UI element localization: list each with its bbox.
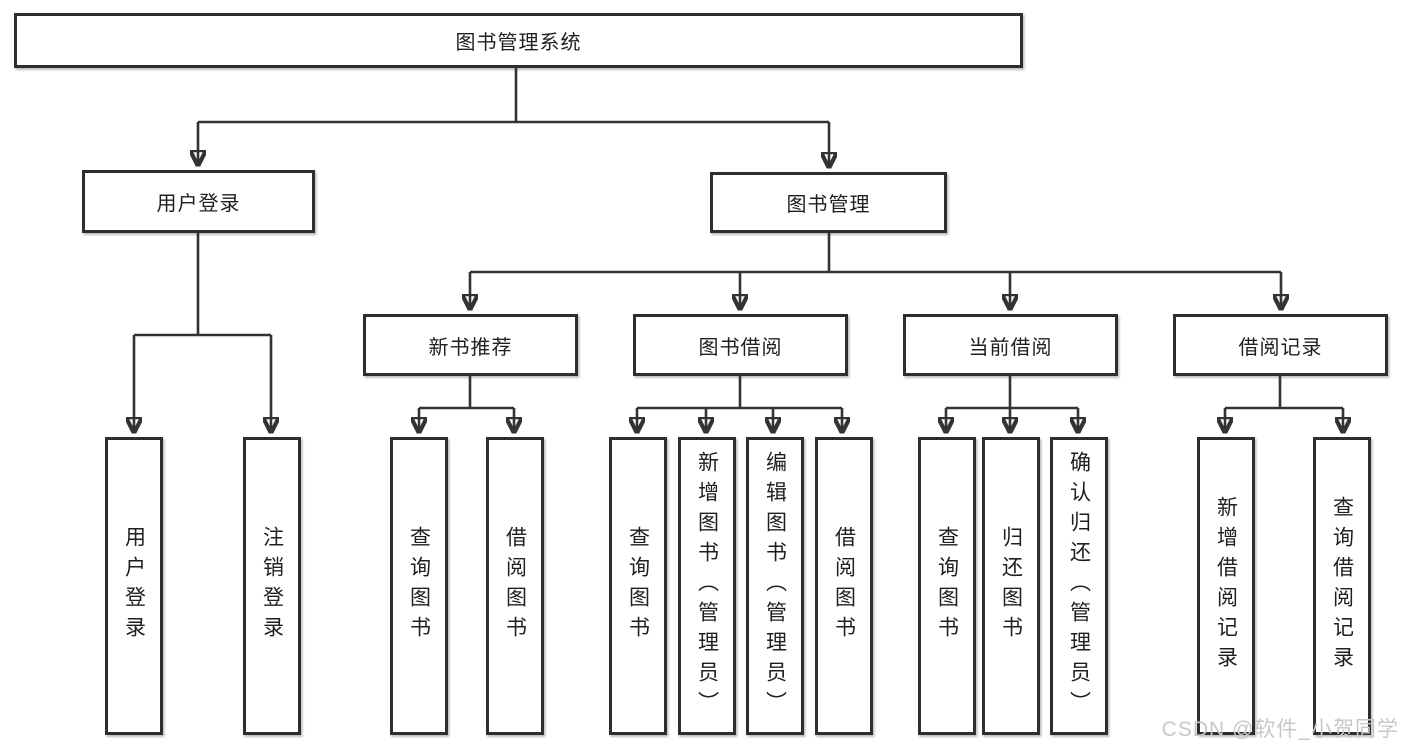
leaf-borrow-add-books-admin: 新增图书（管理员） xyxy=(678,437,736,735)
leaf-borrow-borrow-books-label: 借阅图书 xyxy=(832,526,856,646)
node-book-borrowing-label: 图书借阅 xyxy=(698,336,783,359)
node-root: 图书管理系统 xyxy=(14,13,1023,68)
leaf-borrow-edit-books-admin-label: 编辑图书（管理员） xyxy=(763,451,787,721)
node-current-borrowing: 当前借阅 xyxy=(903,314,1118,376)
leaf-recommend-borrow-books: 借阅图书 xyxy=(486,437,544,735)
node-current-borrowing-label: 当前借阅 xyxy=(968,336,1053,359)
leaf-recommend-borrow-books-label: 借阅图书 xyxy=(503,526,527,646)
leaf-current-confirm-return-admin-label: 确认归还（管理员） xyxy=(1067,451,1091,721)
leaf-current-return-books-label: 归还图书 xyxy=(999,526,1023,646)
node-book-management-label: 图书管理 xyxy=(786,194,871,216)
csdn-watermark: CSDN @软件_小贺同学 xyxy=(1161,718,1399,741)
leaf-borrow-add-books-admin-label: 新增图书（管理员） xyxy=(695,451,719,721)
leaf-borrow-query-books: 查询图书 xyxy=(609,437,667,735)
leaf-user-login-label: 用户登录 xyxy=(122,526,146,646)
node-borrowing-records-label: 借阅记录 xyxy=(1238,336,1323,359)
leaf-records-add-record: 新增借阅记录 xyxy=(1197,437,1255,735)
leaf-borrow-edit-books-admin: 编辑图书（管理员） xyxy=(746,437,804,735)
leaf-user-login: 用户登录 xyxy=(105,437,163,735)
leaf-borrow-query-books-label: 查询图书 xyxy=(626,526,650,646)
node-book-management: 图书管理 xyxy=(710,172,947,233)
leaf-current-query-books-label: 查询图书 xyxy=(935,526,959,646)
leaf-recommend-query-books: 查询图书 xyxy=(390,437,448,735)
leaf-current-confirm-return-admin: 确认归还（管理员） xyxy=(1050,437,1108,735)
leaf-records-add-record-label: 新增借阅记录 xyxy=(1214,496,1238,676)
leaf-records-query-record: 查询借阅记录 xyxy=(1313,437,1371,735)
leaf-logout-label: 注销登录 xyxy=(260,526,284,646)
leaf-records-query-record-label: 查询借阅记录 xyxy=(1330,496,1354,676)
node-user-login-label: 用户登录 xyxy=(156,193,241,215)
node-new-book-recommend: 新书推荐 xyxy=(363,314,578,376)
leaf-current-return-books: 归还图书 xyxy=(982,437,1040,735)
node-borrowing-records: 借阅记录 xyxy=(1173,314,1388,376)
leaf-logout: 注销登录 xyxy=(243,437,301,735)
node-new-book-recommend-label: 新书推荐 xyxy=(428,336,513,359)
leaf-borrow-borrow-books: 借阅图书 xyxy=(815,437,873,735)
node-user-login: 用户登录 xyxy=(82,170,315,233)
node-book-borrowing: 图书借阅 xyxy=(633,314,848,376)
node-root-label: 图书管理系统 xyxy=(455,32,582,54)
leaf-current-query-books: 查询图书 xyxy=(918,437,976,735)
leaf-recommend-query-books-label: 查询图书 xyxy=(407,526,431,646)
